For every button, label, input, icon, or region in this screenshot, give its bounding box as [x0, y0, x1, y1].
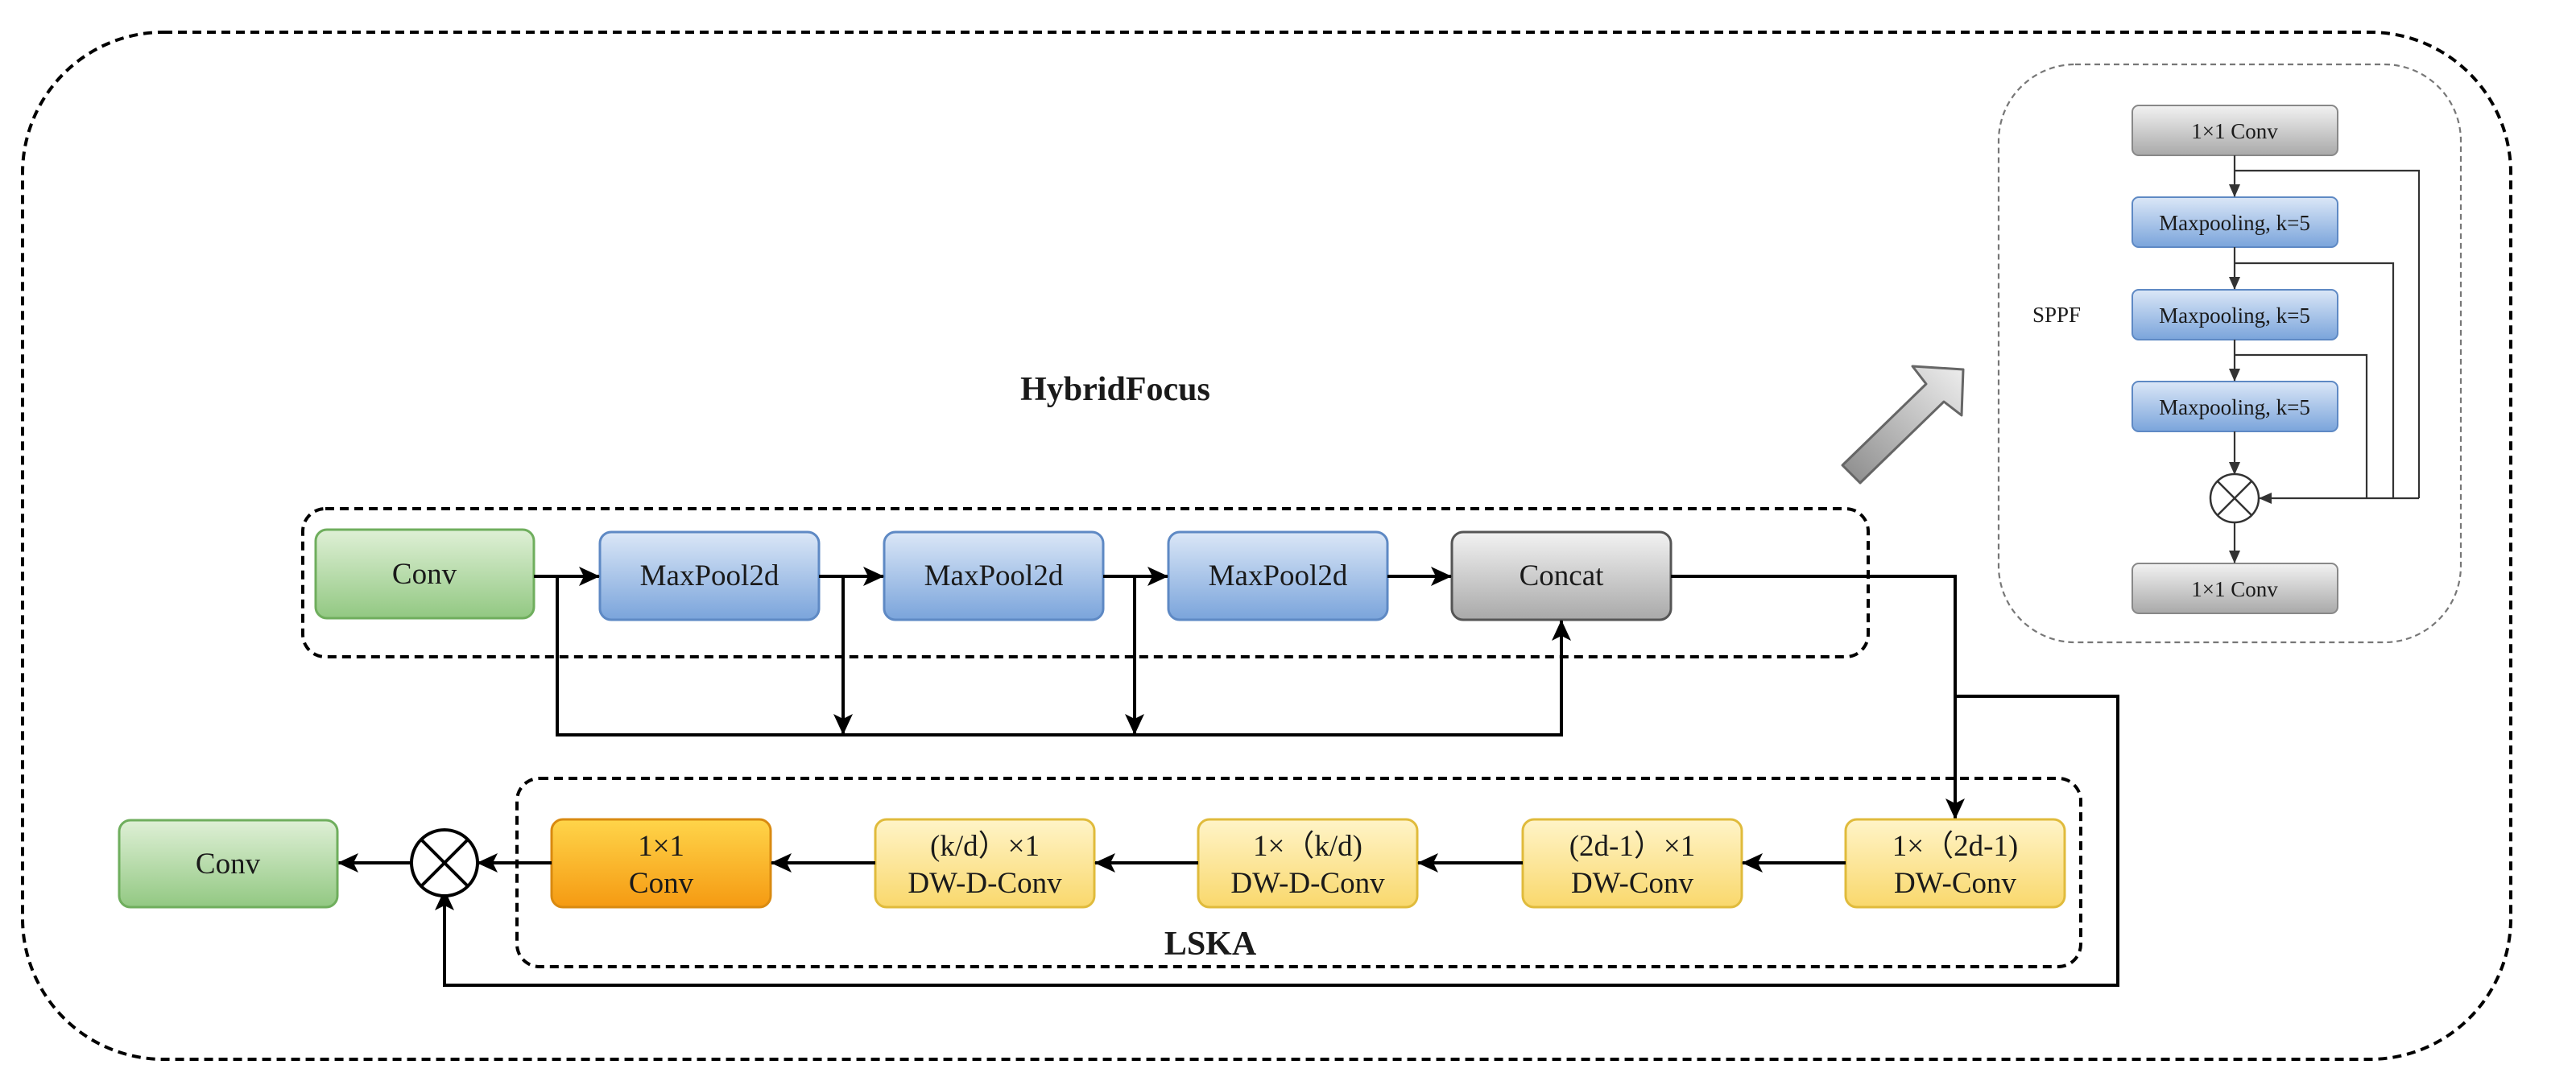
- conv-1x1-line2: Conv: [629, 867, 694, 900]
- sppf-skip-from-pool1: [2235, 262, 2395, 498]
- dw-d-conv-block-2: (k/d）×1 DW-D-Conv: [874, 818, 1096, 909]
- dw-d-conv-block-1: 1×（k/d) DW-D-Conv: [1197, 818, 1419, 909]
- sppf-panel-frame: [1997, 63, 2462, 644]
- sppf-label: SPPF: [2032, 303, 2081, 327]
- outer-frame: [21, 31, 2512, 1061]
- dw-conv-2-line2: DW-Conv: [1571, 867, 1694, 900]
- sppf-pool-block-2: Maxpooling, k=5: [2132, 289, 2338, 340]
- maxpool-label-2: MaxPool2d: [924, 559, 1064, 592]
- dw-d-conv-2-line2: DW-D-Conv: [908, 867, 1062, 900]
- hybridfocus-group-frame: [301, 507, 1870, 658]
- lska-title: LSKA: [1164, 926, 1257, 963]
- sppf-pool-label-2: Maxpooling, k=5: [2159, 303, 2310, 328]
- concat-label: Concat: [1520, 559, 1605, 592]
- sppf-pool-block-3: Maxpooling, k=5: [2132, 381, 2338, 432]
- arrow-concat-to-lska: [1671, 575, 1965, 819]
- maxpool-block-2: MaxPool2d: [883, 530, 1105, 621]
- sppf-multiply-icon: [2209, 472, 2260, 524]
- conv-1x1-line1: 1×1: [638, 830, 684, 863]
- dw-conv-2-line1: (2d-1）×1: [1569, 830, 1696, 863]
- dw-conv-block-2: (2d-1）×1 DW-Conv: [1521, 818, 1743, 909]
- sppf-conv-top-block: 1×1 Conv: [2132, 105, 2338, 156]
- sppf-skip-from-pool2: [2235, 353, 2368, 498]
- skip-bus-to-concat: [556, 576, 1571, 736]
- sppf-pool-label-3: Maxpooling, k=5: [2159, 395, 2310, 419]
- dw-conv-1-line1: 1×（2d-1): [1892, 830, 2019, 863]
- dw-conv-1-line2: DW-Conv: [1894, 867, 2017, 900]
- dw-d-conv-1-line1: 1×（k/d): [1253, 830, 1362, 863]
- residual-path-to-multiply: [435, 695, 2119, 987]
- dw-d-conv-1-line2: DW-D-Conv: [1230, 867, 1385, 900]
- conv-input-label: Conv: [392, 558, 457, 591]
- sppf-conv-bottom-label: 1×1 Conv: [2191, 577, 2278, 601]
- sppf-pool-label-1: Maxpooling, k=5: [2159, 211, 2310, 235]
- maxpool-block-1: MaxPool2d: [598, 530, 821, 621]
- conv-output-label: Conv: [196, 848, 261, 881]
- lska-group-frame: [515, 777, 2082, 968]
- maxpool-block-3: MaxPool2d: [1167, 530, 1389, 621]
- concat-block: Concat: [1450, 530, 1673, 621]
- conv-input-block: Conv: [314, 528, 535, 620]
- dw-d-conv-2-line1: (k/d）×1: [930, 830, 1040, 863]
- sppf-conv-bottom-block: 1×1 Conv: [2132, 563, 2338, 614]
- conv-output-block: Conv: [118, 819, 339, 909]
- multiply-icon: [410, 828, 479, 897]
- hybridfocus-title: HybridFocus: [1020, 371, 1210, 408]
- dw-conv-block-1: 1×（2d-1) DW-Conv: [1844, 818, 2066, 909]
- expand-arrow-icon: [1841, 365, 1965, 485]
- conv-1x1-block: 1×1 Conv: [550, 818, 772, 909]
- maxpool-label-3: MaxPool2d: [1209, 559, 1348, 592]
- sppf-conv-top-label: 1×1 Conv: [2191, 119, 2278, 143]
- maxpool-label-1: MaxPool2d: [640, 559, 779, 592]
- sppf-skip-from-conv: [2235, 169, 2421, 498]
- sppf-pool-block-1: Maxpooling, k=5: [2132, 196, 2338, 248]
